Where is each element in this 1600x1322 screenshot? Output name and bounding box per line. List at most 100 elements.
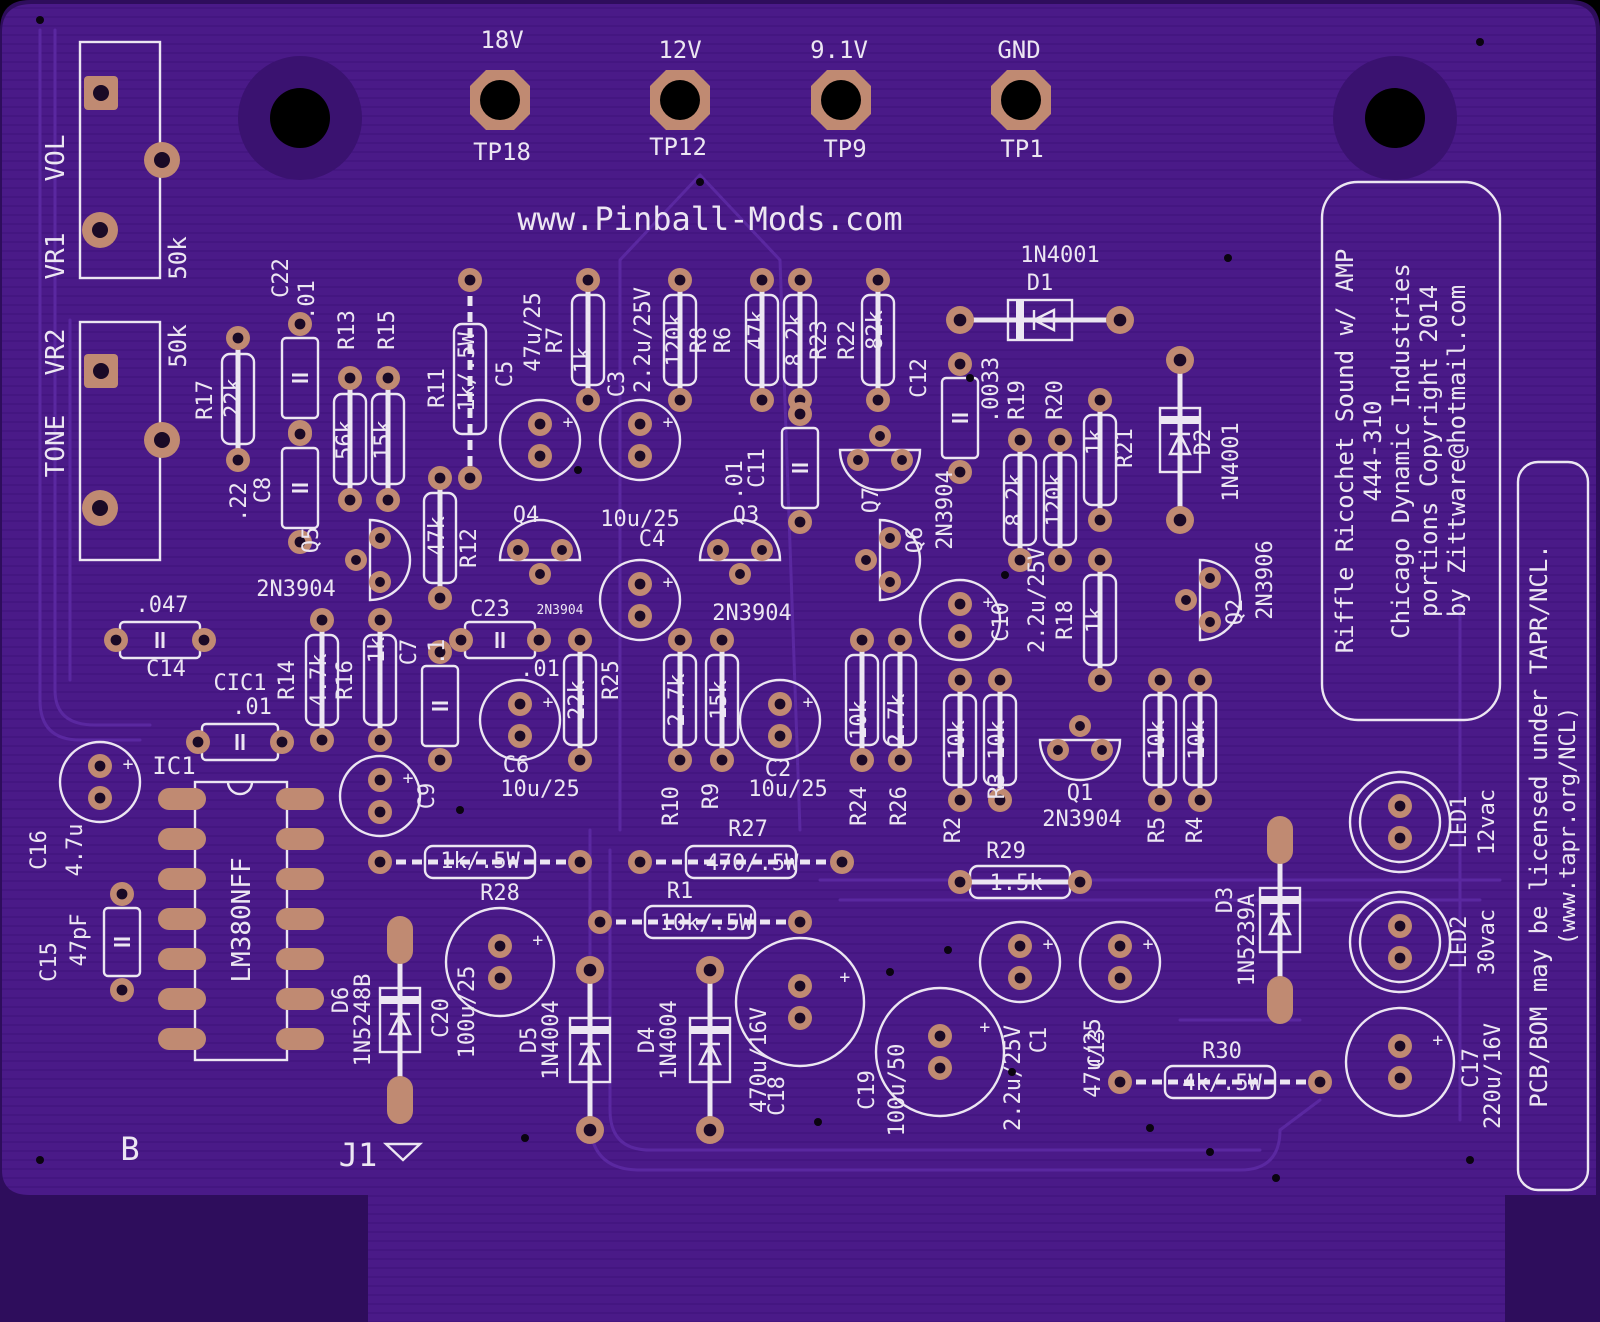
polarity-plus-icon: + bbox=[532, 930, 543, 951]
resistor-ref: R10 bbox=[659, 786, 684, 826]
resistor-ref: R22 bbox=[835, 320, 860, 360]
ic1-ref: IC1 bbox=[152, 752, 195, 780]
transistor-part: 2N3904 bbox=[933, 470, 958, 549]
transistor-part: 2N3904 bbox=[537, 603, 584, 618]
led-voltage: 30vac bbox=[1475, 909, 1500, 975]
transistor-part: 2N3904 bbox=[712, 601, 791, 626]
resistor-r13: 56k R13 bbox=[332, 310, 368, 512]
diode-part: 1N4001 bbox=[1219, 422, 1244, 501]
transistor-part: 2N3904 bbox=[256, 577, 335, 602]
capacitor-ref: C2 bbox=[765, 757, 792, 782]
license-box: PCB/BOM may be licensed under TAPR/NCL. … bbox=[1525, 544, 1581, 1108]
resistor-ref: R13 bbox=[335, 310, 360, 350]
resistor-value: 56k bbox=[333, 420, 358, 460]
capacitor-value: 2.2u/25V bbox=[1025, 547, 1050, 653]
capacitor-ref: C7 bbox=[397, 639, 422, 666]
capacitor-value: 10u/25 bbox=[500, 777, 579, 802]
resistor-value: 8.2k bbox=[1003, 474, 1028, 527]
vr1-ref: VR1 bbox=[41, 233, 71, 280]
resistor-value: 120k bbox=[663, 314, 688, 367]
capacitor-c1: +C12.2u/25V bbox=[978, 920, 1062, 1131]
resistor-ref: R4 bbox=[1183, 817, 1208, 844]
info-title: Riffle Ricochet Sound w/ AMP bbox=[1331, 249, 1359, 654]
diode-part: 1N5248B bbox=[351, 974, 376, 1067]
capacitor-cic1: CIC1.01 bbox=[186, 671, 294, 762]
copper-traces bbox=[38, 28, 1502, 1172]
capacitor-ref: C9 bbox=[415, 783, 440, 810]
polarity-plus-icon: + bbox=[1143, 934, 1154, 955]
diode-part: 1N4004 bbox=[657, 1000, 682, 1079]
capacitor-c22: C22.01 bbox=[269, 258, 320, 444]
resistor-value: 1k bbox=[365, 637, 390, 664]
capacitor-value: 220u/16V bbox=[1481, 1023, 1506, 1129]
resistor-value: 2.7k bbox=[665, 674, 690, 727]
resistor-value: 82k bbox=[863, 310, 888, 350]
capacitor-c7: C7.1 bbox=[397, 639, 460, 772]
info-company: Chicago Dynamic Industries bbox=[1387, 263, 1415, 639]
resistor-value: 10k/.5W bbox=[660, 911, 753, 936]
transistor-ref: Q2 bbox=[1223, 599, 1248, 626]
capacitor-value: .01 bbox=[295, 280, 320, 320]
resistor-ref: R11 bbox=[425, 368, 450, 408]
transistor-ref: Q5 bbox=[299, 527, 324, 554]
capacitor-c11: C11.01 bbox=[723, 402, 820, 534]
tp9-voltage: 9.1V bbox=[810, 36, 868, 64]
capacitor-value: 47u/25 bbox=[1081, 1018, 1106, 1097]
diode-ref: D1 bbox=[1027, 271, 1054, 296]
polarity-plus-icon: + bbox=[979, 1017, 990, 1038]
resistor-ref: R6 bbox=[711, 327, 736, 354]
polarity-plus-icon: + bbox=[123, 754, 134, 775]
diode-ref: D2 bbox=[1191, 429, 1216, 456]
connector-j1: J1 bbox=[339, 1136, 424, 1174]
resistor-value: 1k/.5W bbox=[455, 332, 480, 412]
capacitor-value: 10u/25 bbox=[748, 777, 827, 802]
capacitor-ref: C16 bbox=[27, 830, 52, 870]
resistor-ref: R29 bbox=[986, 839, 1026, 864]
diode-ref: D3 bbox=[1213, 887, 1238, 914]
j1-ref: J1 bbox=[339, 1136, 378, 1174]
capacitor-ref: C13 bbox=[1085, 1028, 1110, 1068]
resistor-value: 120k bbox=[1043, 474, 1068, 527]
resistor-value: 1k bbox=[1083, 607, 1108, 634]
vr2-name: TONE bbox=[41, 415, 71, 478]
edge-connector-tab bbox=[0, 1200, 1600, 1322]
tp9-ref: TP9 bbox=[823, 135, 866, 163]
led-ref: LED2 bbox=[1447, 916, 1472, 969]
corner-mark-b: B bbox=[120, 1130, 139, 1168]
resistor-value: 1k bbox=[571, 347, 596, 374]
capacitor-c12: C12.0033 bbox=[907, 352, 1004, 484]
polarity-plus-icon: + bbox=[663, 572, 674, 593]
resistor-ref: R14 bbox=[275, 660, 300, 700]
capacitor-ref: C20 bbox=[429, 998, 454, 1038]
pot-vr1: VOL VR1 50k bbox=[41, 40, 192, 280]
